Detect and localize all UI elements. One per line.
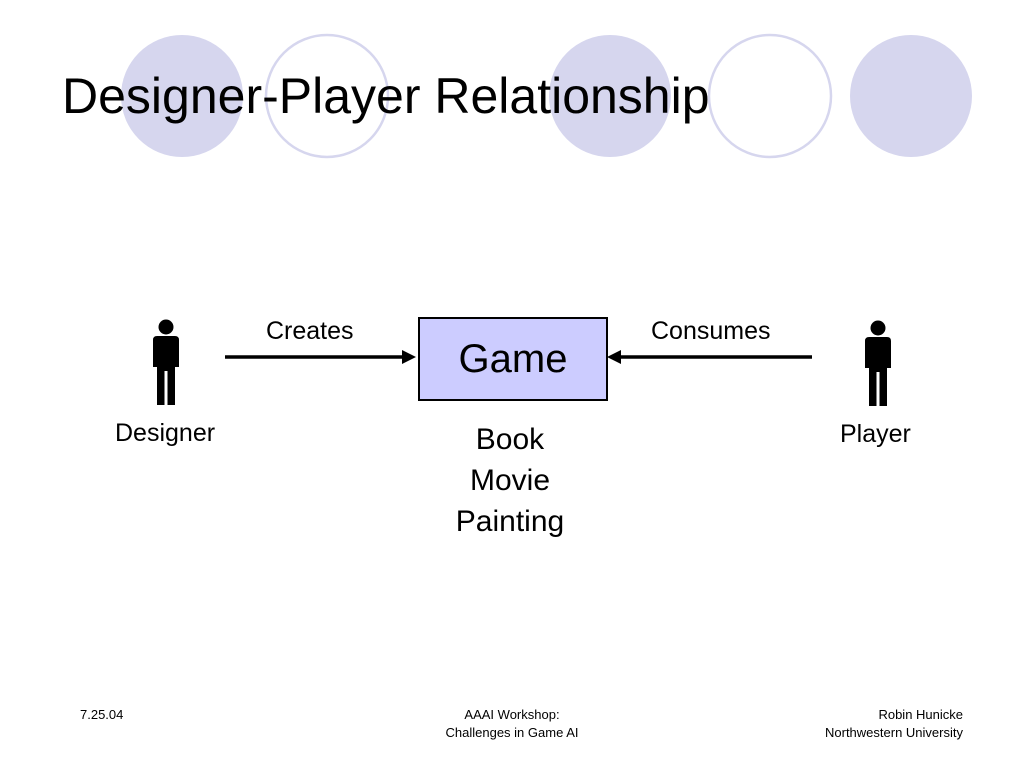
deco-circle-filled [549,35,671,157]
media-item-book: Book [475,423,545,456]
footer-author-line2: Northwestern University [825,725,963,740]
media-item-movie: Movie [469,464,551,497]
footer-date-text: 7.25.04 [80,707,124,722]
game-box: Game [418,317,608,401]
slide-title: Designer-Player Relationship [62,68,710,124]
deco-circle-outline [707,33,833,159]
player-label: Player [840,420,911,448]
designer-label: Designer [115,419,216,447]
footer-event: AAAI Workshop: Challenges in Game AI [412,706,612,742]
deco-circle-filled [121,35,243,157]
media-item-painting: Painting [455,505,565,538]
creates-arrowhead [402,350,416,364]
footer-event-line1: AAAI Workshop: [464,707,560,722]
consumes-label: Consumes [651,317,771,345]
footer-author: Robin Hunicke Northwestern University [825,706,963,742]
header-decoration [121,33,972,159]
game-label: Game [458,337,568,381]
footer-author-line1: Robin Hunicke [878,707,963,722]
footer-event-line2: Challenges in Game AI [445,725,579,740]
consumes-arrowhead [607,350,621,364]
player-person-icon [865,320,891,406]
footer-date: 7.25.04 [80,706,123,724]
deco-circle-outline [264,33,390,159]
deco-circle-filled [850,35,972,157]
other-media-list: Book Movie Painting [410,419,610,542]
creates-label: Creates [266,317,354,345]
designer-person-icon [153,319,179,405]
